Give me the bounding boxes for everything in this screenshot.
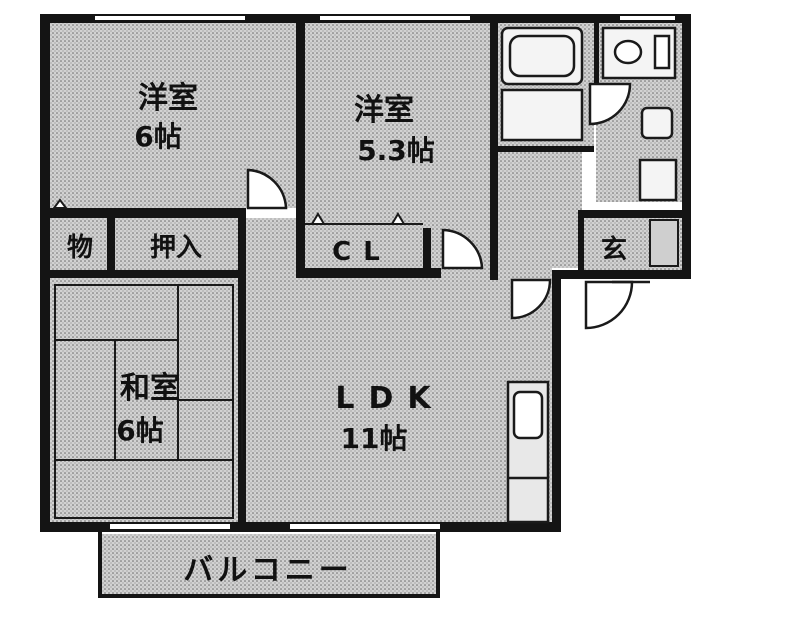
closet-floor bbox=[115, 218, 238, 270]
bathtub bbox=[500, 26, 584, 86]
hall-floor bbox=[498, 150, 582, 268]
japanese-room-size: 6帖 bbox=[116, 414, 163, 447]
balcony-label: バルコニー bbox=[183, 553, 352, 588]
washbasin bbox=[500, 88, 584, 142]
entrance-label: 玄 bbox=[601, 234, 627, 265]
walk-in-closet-label: CL bbox=[332, 237, 392, 267]
western-room-2-size: 5.3帖 bbox=[357, 134, 435, 167]
shoe-cabinet bbox=[649, 219, 679, 267]
toilet bbox=[601, 26, 677, 80]
windows bbox=[95, 16, 675, 529]
western-room-1-name: 洋室 bbox=[138, 81, 198, 116]
doors bbox=[246, 82, 650, 330]
storage-label: 物 bbox=[67, 233, 93, 263]
western-room-2-name: 洋室 bbox=[354, 93, 414, 128]
storage-floor bbox=[50, 218, 107, 270]
ldk-name: LDK bbox=[335, 381, 444, 416]
japanese-room-name: 和室 bbox=[120, 371, 180, 406]
sliding-doors bbox=[52, 198, 423, 460]
tatami-lines bbox=[54, 284, 234, 519]
ldk-size: 11帖 bbox=[341, 422, 408, 455]
closet-label: 押入 bbox=[150, 233, 202, 263]
western-room-2-floor bbox=[305, 22, 490, 220]
sink-fixture bbox=[638, 106, 678, 202]
kitchen-counter bbox=[506, 380, 550, 524]
western-room-1-size: 6帖 bbox=[134, 120, 181, 153]
balcony-floor bbox=[100, 534, 438, 596]
